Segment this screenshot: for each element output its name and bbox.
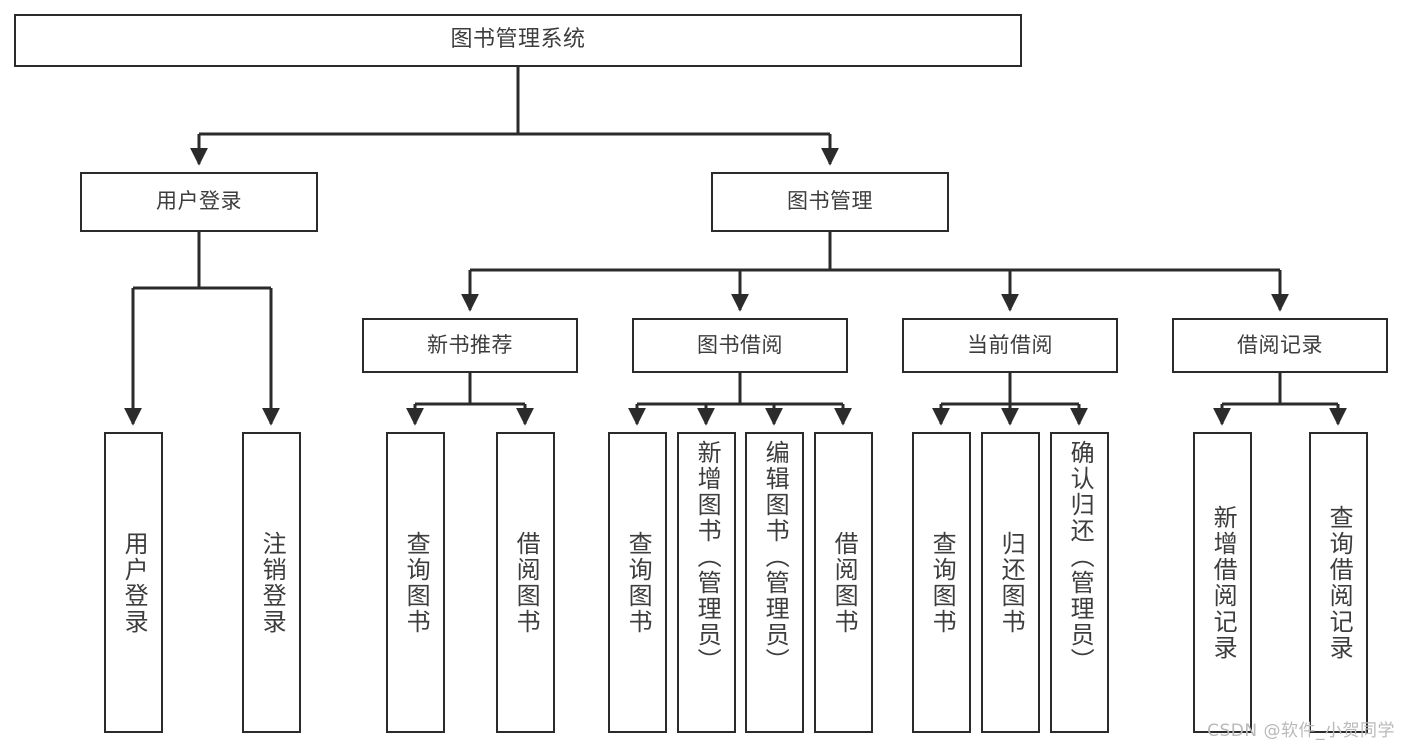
node-label: 查询图书: [624, 530, 653, 635]
node-label: 借阅记录: [1237, 332, 1323, 357]
node-borrow-record[interactable]: 借阅记录: [1172, 318, 1388, 373]
node-label: 图书管理: [787, 189, 873, 214]
leaf-record-add-record[interactable]: 新增借阅记录: [1193, 432, 1252, 733]
node-label: 编辑图书（管理员）: [761, 440, 790, 674]
node-label: 用户登录: [156, 189, 242, 214]
leaf-borrow-add-book-admin[interactable]: 新增图书（管理员）: [677, 432, 736, 733]
node-label: 新增借阅记录: [1209, 504, 1238, 661]
node-label: 查询图书: [928, 530, 957, 635]
leaf-recommend-borrow-book[interactable]: 借阅图书: [496, 432, 555, 733]
watermark-text: CSDN @软件_小贺同学: [1207, 721, 1395, 741]
node-label: 确认归还（管理员）: [1066, 440, 1095, 674]
leaf-borrow-borrow-book[interactable]: 借阅图书: [814, 432, 873, 733]
node-label: 当前借阅: [967, 332, 1053, 357]
node-new-book-recommend[interactable]: 新书推荐: [362, 318, 578, 373]
node-label: 查询借阅记录: [1325, 504, 1354, 661]
leaf-borrow-query-book[interactable]: 查询图书: [608, 432, 667, 733]
node-book-management[interactable]: 图书管理: [711, 172, 949, 232]
node-label: 用户登录: [120, 530, 149, 635]
node-label: 新增图书（管理员）: [693, 440, 722, 674]
leaf-record-query-record[interactable]: 查询借阅记录: [1309, 432, 1368, 733]
leaf-current-return-book[interactable]: 归还图书: [981, 432, 1040, 733]
leaf-current-confirm-return-admin[interactable]: 确认归还（管理员）: [1050, 432, 1109, 733]
node-label: 借阅图书: [830, 530, 859, 635]
node-label: 新书推荐: [427, 332, 513, 357]
node-book-borrow[interactable]: 图书借阅: [632, 318, 848, 373]
node-root-system[interactable]: 图书管理系统: [14, 14, 1022, 67]
node-label: 图书借阅: [697, 332, 783, 357]
leaf-current-query-book[interactable]: 查询图书: [912, 432, 971, 733]
node-label: 借阅图书: [512, 530, 541, 635]
leaf-user-login[interactable]: 用户登录: [104, 432, 163, 733]
node-label: 注销登录: [258, 530, 287, 635]
leaf-borrow-edit-book-admin[interactable]: 编辑图书（管理员）: [745, 432, 804, 733]
node-current-borrow[interactable]: 当前借阅: [902, 318, 1118, 373]
leaf-recommend-query-book[interactable]: 查询图书: [386, 432, 445, 733]
node-label: 图书管理系统: [450, 27, 586, 53]
node-user-login[interactable]: 用户登录: [80, 172, 318, 232]
node-label: 归还图书: [997, 530, 1026, 635]
node-label: 查询图书: [402, 530, 431, 635]
leaf-user-logout[interactable]: 注销登录: [242, 432, 301, 733]
